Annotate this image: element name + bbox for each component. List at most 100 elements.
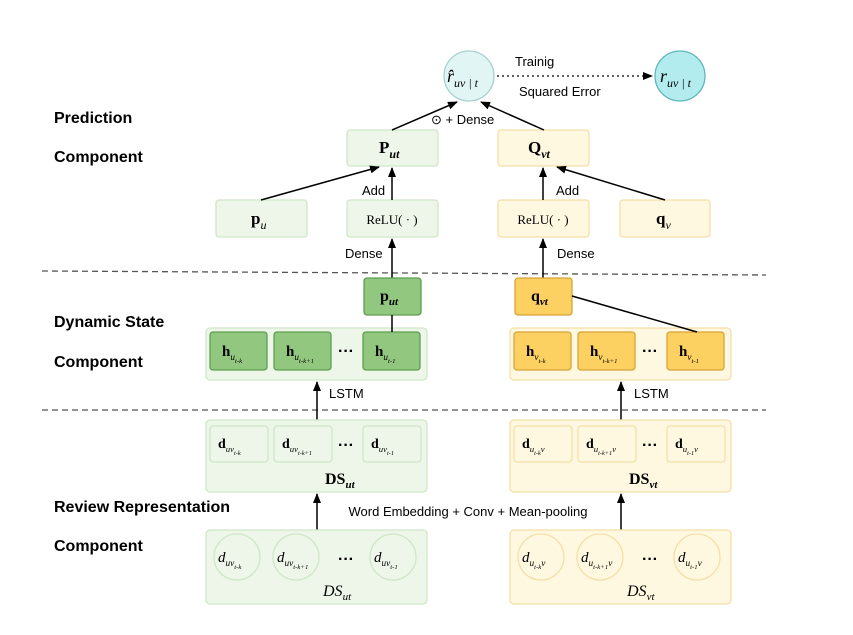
user-review-vector-label-subsub: t-k+1 (298, 450, 312, 457)
item-review-doc-label-subsub: t-k+1 (593, 564, 608, 571)
user-review-vector-cell (273, 425, 333, 463)
item-hidden-state-label: hvt-k+1 (590, 344, 618, 365)
item-review-vector-label-main: d (522, 437, 530, 452)
item-review-vector-label: dut-1v (675, 437, 698, 457)
static-user-to-p-arrow (260, 165, 380, 201)
user-review-vector-label-sub: uv (379, 444, 387, 454)
item-hidden-state-label-main: h (526, 344, 535, 360)
user-review-doc-label-main: d (277, 550, 285, 566)
user-review-vector-label-sub: uv (290, 444, 298, 454)
item-hidden-state-label: hvt-k (526, 344, 547, 365)
user-review-sequence-symbol: DS (325, 471, 346, 488)
user-review-doc-subscript: ut (343, 591, 353, 603)
item-hidden-state-label-sub: v (598, 353, 603, 363)
user-hidden-state-label-main: h (222, 344, 231, 360)
item-review-vector-label-subsub: t-1 (687, 450, 694, 457)
predicted-rating-node (443, 50, 495, 102)
user-review-doc-label-subsub: t-1 (390, 564, 398, 571)
review-representation-label-line1: Review Representation (54, 499, 231, 516)
item-review-vector-cell (577, 425, 637, 463)
svg-text:pu: pu (251, 209, 266, 232)
svg-text:put: put (380, 288, 399, 308)
predicted-rating-subscript: uv | t (454, 76, 479, 90)
svg-text:Qvt: Qvt (528, 138, 551, 161)
svg-text:ruv | t: ruv | t (660, 66, 692, 90)
item-hidden-state-label-subsub: t-1 (691, 358, 699, 365)
user-review-doc-label-sub: uv (226, 559, 236, 569)
item-review-sequence-subscript: vt (649, 479, 658, 491)
user-hidden-ellipsis: ··· (338, 343, 354, 360)
user-review-doc-label-sub: uv (382, 559, 392, 569)
static-user-symbol: p (251, 209, 260, 228)
divider-top (41, 270, 767, 276)
item-review-vector-label-main: d (675, 437, 683, 452)
item-review-doc-label-sub: u (686, 559, 691, 569)
item-dynamic-state-subscript: vt (540, 296, 549, 308)
user-review-vector-cell (362, 425, 422, 463)
item-hidden-state-label-main: h (679, 344, 688, 360)
user-review-sequence-subscript: ut (345, 479, 355, 491)
item-review-sequence-symbol: DS (629, 471, 650, 488)
static-item-to-q-arrow (556, 165, 666, 201)
item-review-doc-label-main: d (522, 550, 530, 566)
item-review-doc-label-sub: u (589, 559, 594, 569)
word-embedding-label: Word Embedding + Conv + Mean-pooling (349, 504, 588, 519)
item-feature-symbol: Q (528, 138, 541, 157)
item-review-doc-subscript: vt (647, 591, 656, 603)
user-review-vector-label-main: d (282, 437, 290, 452)
item-hidden-state-label-subsub: t-k (538, 358, 546, 365)
svg-text:Put: Put (379, 138, 400, 161)
user-hidden-state-label: hut-k (222, 344, 243, 365)
training-label: Trainig (515, 54, 554, 69)
item-review-vector-label-tail: v (541, 444, 545, 454)
user-review-vector-label-main: d (371, 437, 379, 452)
user-hidden-state-label-main: h (375, 344, 384, 360)
item-review-doc-label: dut-kv (522, 550, 546, 571)
true-rating-symbol: r (660, 66, 668, 86)
user-review-doc-node (272, 533, 320, 581)
user-dynamic-state-subscript: ut (389, 296, 399, 308)
user-review-vector-label-subsub: t-k (234, 450, 241, 457)
svg-text:DSvt: DSvt (626, 583, 655, 603)
svg-text:DSvt: DSvt (629, 471, 658, 491)
item-review-doc-label-main: d (581, 550, 589, 566)
user-hidden-state-cell (209, 331, 268, 371)
user-review-doc-label-main: d (218, 550, 226, 566)
user-review-doc-label-subsub: t-k+1 (293, 564, 308, 571)
item-review-vector-label-sub: u (594, 444, 599, 454)
svg-text:DSut: DSut (325, 471, 356, 491)
item-hidden-state-label-subsub: t-k+1 (602, 358, 617, 365)
user-hidden-state-cell (273, 331, 332, 371)
user-hidden-state-label-subsub: t-k (235, 358, 243, 365)
item-review-vector-label: dut-kv (522, 437, 545, 457)
item-vector-ellipsis: ··· (642, 437, 658, 454)
item-review-doc-label-sub: u (530, 559, 535, 569)
user-hidden-state-label: hut-k+1 (286, 344, 314, 365)
user-vector-ellipsis: ··· (338, 437, 354, 454)
relu-left-label: ReLU( · ) (366, 212, 417, 227)
squared-error-label: Squared Error (519, 84, 601, 99)
dense-right-label: Dense (557, 246, 595, 261)
item-review-doc-label: dut-k+1v (581, 550, 613, 571)
item-last-hidden-link (571, 295, 698, 333)
user-review-doc-node (213, 533, 261, 581)
user-review-doc-node (369, 533, 417, 581)
item-review-doc-label: dut-1v (678, 550, 703, 571)
user-hidden-state-label-sub: u (383, 353, 388, 363)
user-review-vector-cell (209, 425, 269, 463)
item-review-vector-label: dut-k+1v (586, 437, 616, 457)
user-to-prediction-arrow (391, 101, 458, 131)
svg-text:qv: qv (656, 209, 671, 232)
relu-right-label: ReLU( · ) (517, 212, 568, 227)
user-review-doc-label-sub: uv (285, 559, 295, 569)
user-dynamic-state-symbol: p (380, 288, 389, 305)
user-review-vector-label: duvt-1 (371, 437, 394, 457)
static-user-subscript: u (260, 218, 266, 232)
item-review-doc-label-tail: v (608, 559, 613, 569)
